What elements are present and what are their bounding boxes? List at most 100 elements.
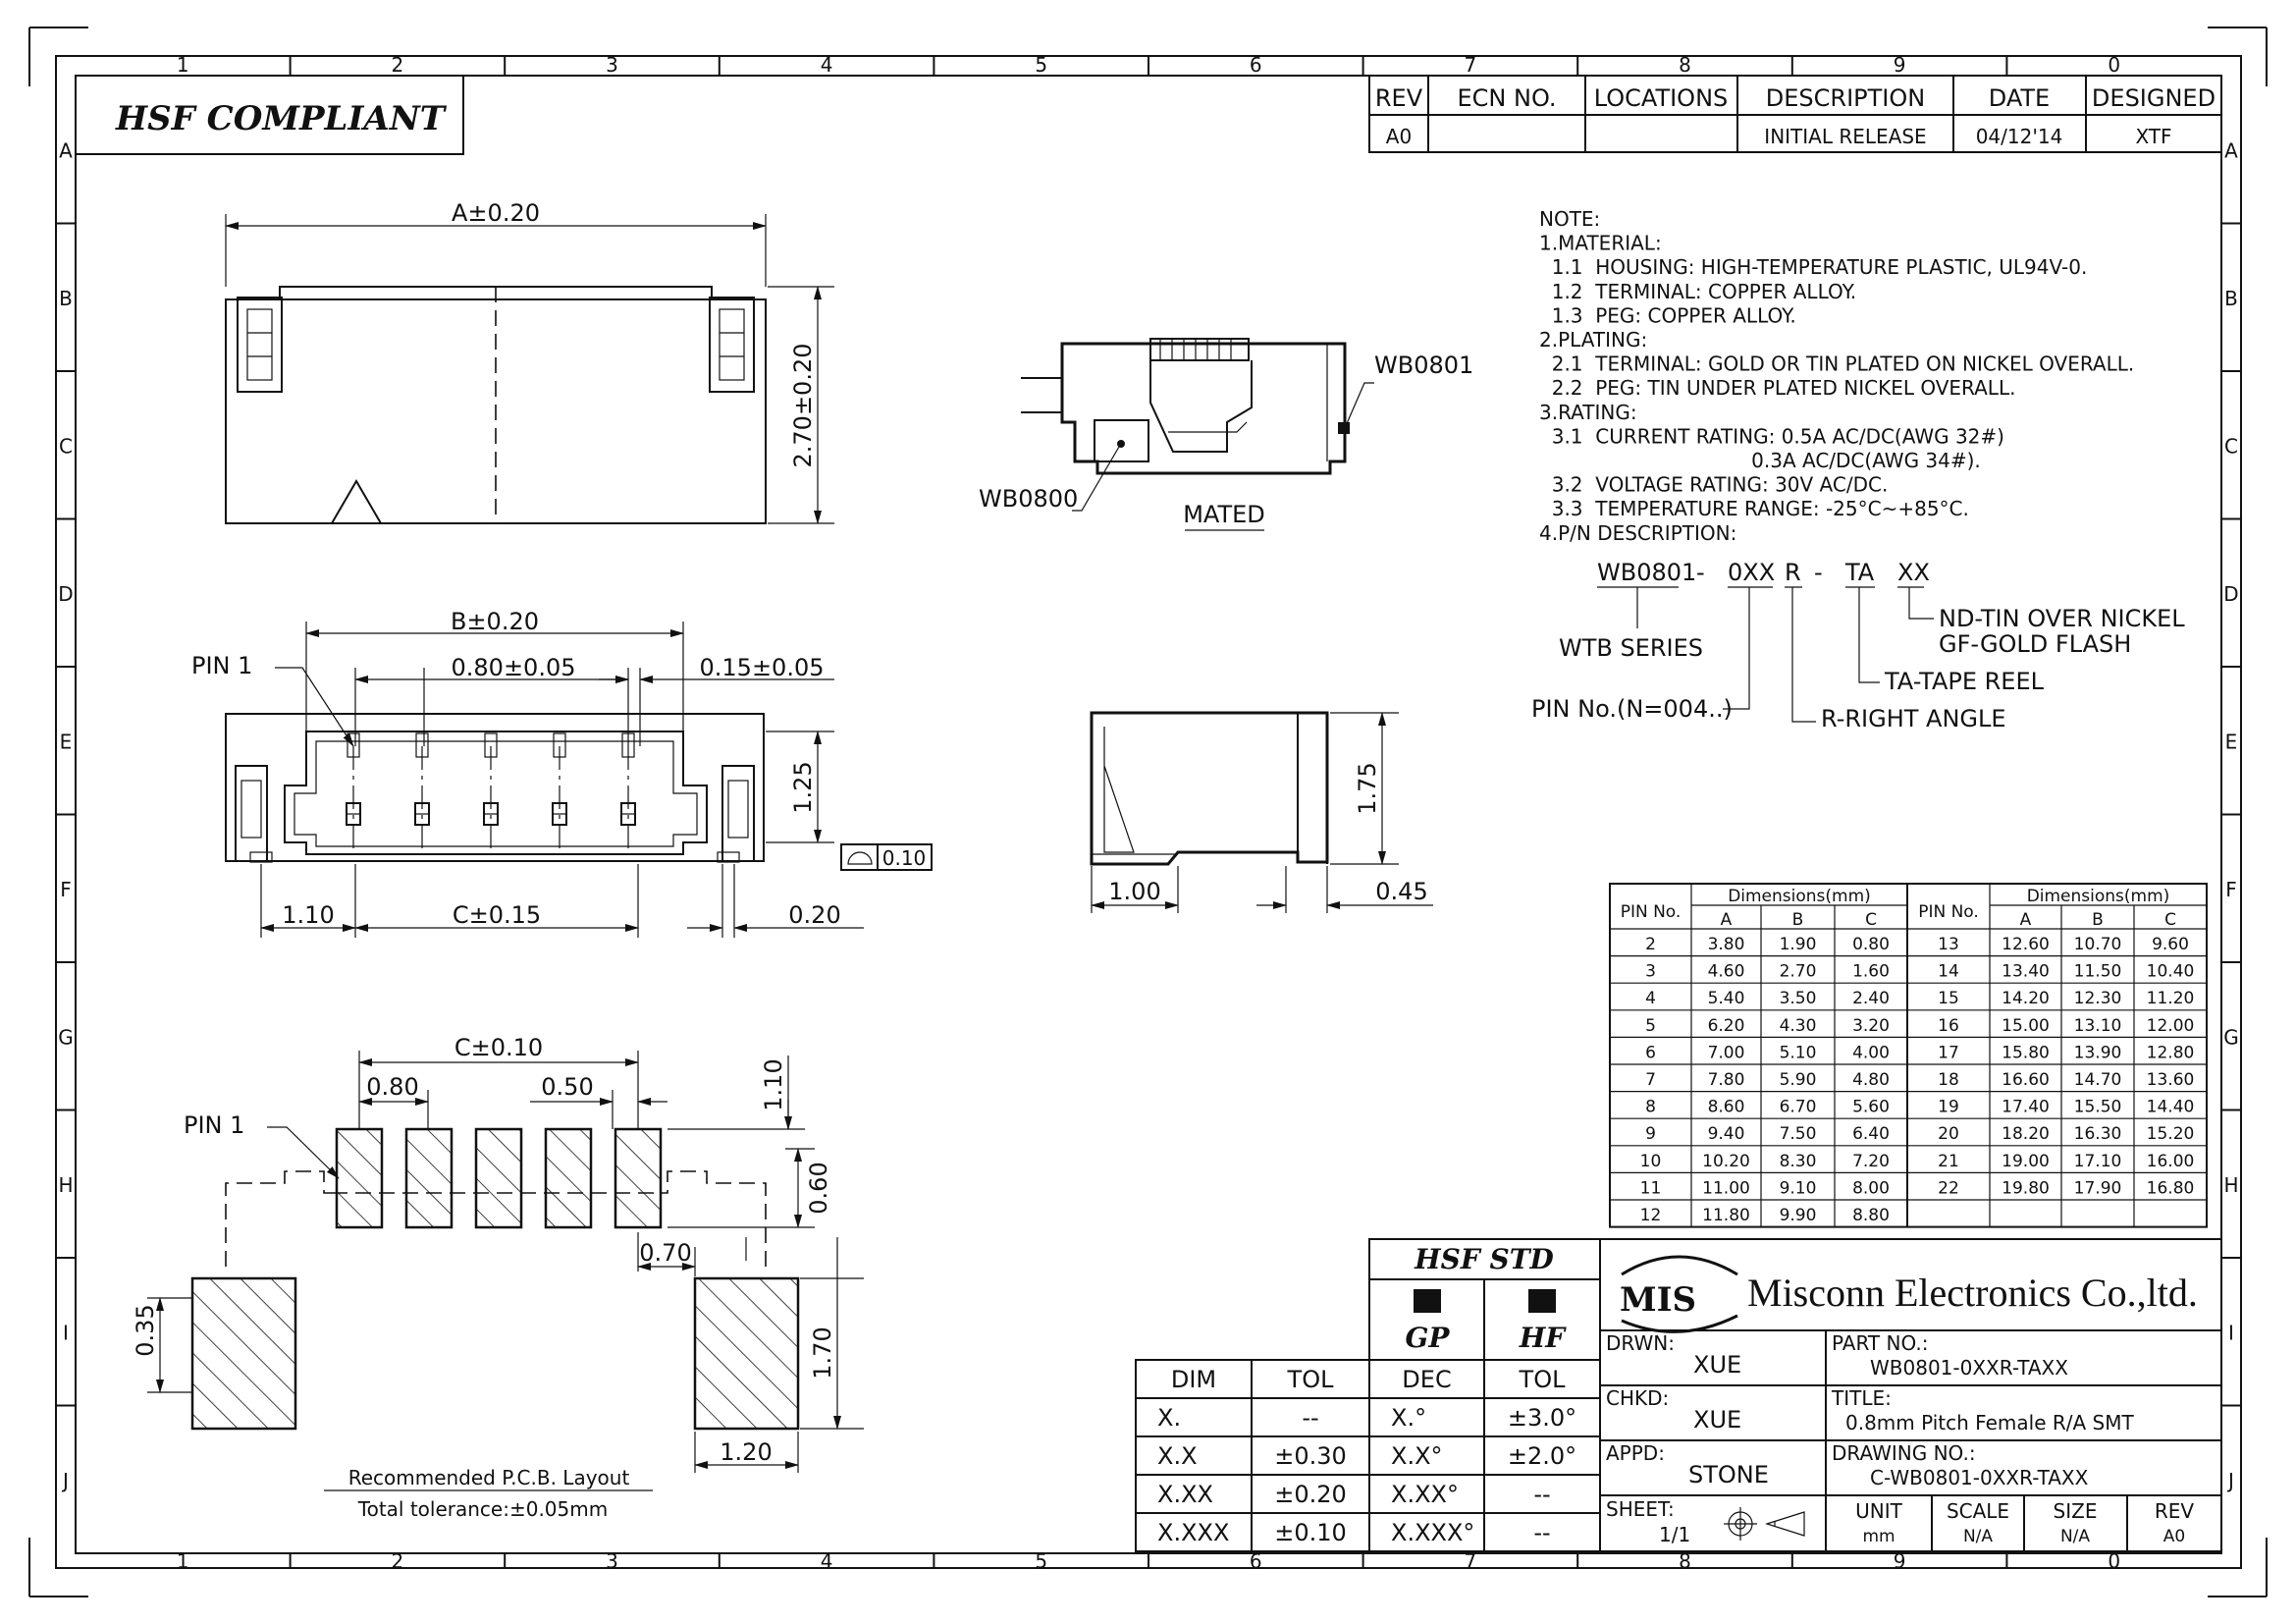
tol-header: TOL bbox=[1287, 1366, 1335, 1393]
tol-cell: -- bbox=[1533, 1519, 1550, 1546]
tol-cell: X.X° bbox=[1391, 1442, 1443, 1470]
tol-cell: ±0.20 bbox=[1274, 1481, 1347, 1508]
dim-table-cell: 4.30 bbox=[1780, 1016, 1817, 1036]
pn-description: WB0801 - 0XX R - TA XX WTB SERIES PIN No… bbox=[1531, 559, 2185, 732]
zone-row-left: J bbox=[61, 1469, 69, 1492]
sheet-label: SHEET: bbox=[1606, 1497, 1675, 1521]
drawing-no-label: DRAWING NO.: bbox=[1832, 1441, 1976, 1465]
dim-table-cell: 10 bbox=[1640, 1152, 1662, 1171]
dim-table-cell: 8.60 bbox=[1708, 1098, 1745, 1117]
tol-cell: ±0.30 bbox=[1274, 1442, 1347, 1470]
rev-value: A0 bbox=[2163, 1527, 2185, 1546]
dim-table-col-header: B bbox=[2092, 910, 2104, 930]
dim-table-cell: 7.00 bbox=[1708, 1043, 1745, 1062]
dim-table-cell: 12.30 bbox=[2074, 989, 2122, 1008]
zone-row-right: D bbox=[2223, 582, 2238, 606]
zone-col-bottom: 8 bbox=[1679, 1549, 1691, 1573]
pn-right-angle: R-RIGHT ANGLE bbox=[1821, 705, 2006, 732]
dim-table-cell: 7.80 bbox=[1708, 1070, 1745, 1090]
dim-table-cell: 10.40 bbox=[2147, 962, 2195, 982]
dim-table-cell: 2 bbox=[1645, 935, 1656, 954]
pn-wtb-series: WTB SERIES bbox=[1559, 634, 1703, 662]
zone-col-top: 1 bbox=[177, 53, 189, 77]
tol-cell: ±3.0° bbox=[1508, 1404, 1576, 1432]
dim-table-cell: 20 bbox=[1938, 1124, 1959, 1144]
pcb-signal-pad bbox=[544, 1127, 593, 1229]
note-line: 3.2 VOLTAGE RATING: 30V AC/DC. bbox=[1539, 473, 1888, 497]
note-line: 1.MATERIAL: bbox=[1539, 232, 1662, 255]
dim-table-cell: 2.70 bbox=[1780, 962, 1817, 982]
dim-table-cell: 9.90 bbox=[1780, 1206, 1817, 1225]
dim-table-cell: 11.50 bbox=[2074, 962, 2122, 982]
drwn-label: DRWN: bbox=[1606, 1331, 1675, 1355]
scale-label: SCALE bbox=[1947, 1499, 2009, 1523]
note-line: NOTE: bbox=[1539, 207, 1600, 231]
dim-table-cell: 15 bbox=[1938, 989, 1959, 1008]
dim-c-0-10: C±0.10 bbox=[454, 1034, 543, 1061]
tol-cell: ±0.10 bbox=[1274, 1519, 1347, 1546]
dim-pad-0-80: 0.80 bbox=[366, 1073, 418, 1101]
size-value: N/A bbox=[2060, 1527, 2090, 1546]
dim-1-00: 1.00 bbox=[1108, 878, 1160, 905]
dim-table-cell: 16 bbox=[1938, 1016, 1959, 1036]
dim-table-cell: 10.70 bbox=[2074, 935, 2122, 954]
pcb-signal-pad bbox=[335, 1127, 384, 1229]
tol-cell: X.XXX° bbox=[1391, 1519, 1474, 1546]
tol-cell: X.° bbox=[1391, 1404, 1426, 1432]
hf-label: HF bbox=[1519, 1322, 1567, 1354]
note-line: 1.1 HOUSING: HIGH-TEMPERATURE PLASTIC, U… bbox=[1539, 255, 2087, 279]
note-line: 3.3 TEMPERATURE RANGE: -25°C~+85°C. bbox=[1539, 497, 1969, 520]
zone-row-left: F bbox=[60, 878, 72, 901]
title-label: TITLE: bbox=[1831, 1386, 1892, 1410]
dim-c-0-15: C±0.15 bbox=[453, 901, 541, 929]
tol-cell: X. bbox=[1157, 1404, 1181, 1432]
zone-row-left: C bbox=[59, 434, 73, 458]
hf-indicator bbox=[1528, 1289, 1556, 1313]
dim-table-cell: 11.20 bbox=[2147, 989, 2195, 1008]
zone-col-bottom: 4 bbox=[821, 1549, 833, 1573]
zone-row-right: H bbox=[2223, 1173, 2238, 1197]
tol-cell: X.XXX bbox=[1157, 1519, 1229, 1546]
pcb-signal-pad bbox=[404, 1127, 454, 1229]
unit-value: mm bbox=[1862, 1527, 1895, 1546]
pn-gold: GF-GOLD FLASH bbox=[1939, 630, 2131, 658]
dim-table-cell: 3.50 bbox=[1780, 989, 1817, 1008]
zone-col-bottom: 2 bbox=[392, 1549, 404, 1573]
tol-cell: ±2.0° bbox=[1508, 1442, 1576, 1470]
dim-table-cell: 6 bbox=[1645, 1043, 1656, 1062]
dim-v-1-10: 1.10 bbox=[760, 1058, 787, 1110]
dim-a: A±0.20 bbox=[452, 199, 540, 227]
dim-table-cell: 0.80 bbox=[1852, 935, 1890, 954]
dim-table-cell: 16.80 bbox=[2147, 1178, 2195, 1198]
dim-table-cell: 5.60 bbox=[1852, 1098, 1890, 1117]
dim-table-cell: 5.10 bbox=[1780, 1043, 1817, 1062]
zone-row-left: E bbox=[60, 730, 73, 753]
revision-table: REV ECN NO. LOCATIONS DESCRIPTION DATE D… bbox=[1368, 75, 2222, 153]
rev-header-ecn: ECN NO. bbox=[1457, 84, 1556, 112]
zone-row-left: D bbox=[58, 582, 73, 606]
dim-table-cell: 13.60 bbox=[2147, 1070, 2195, 1090]
pcb-signal-pad bbox=[474, 1127, 523, 1229]
dim-v-0-35: 0.35 bbox=[132, 1304, 159, 1356]
dim-table-cell: 15.80 bbox=[2002, 1043, 2050, 1062]
mated-view: WB0801 WB0800 MATED bbox=[979, 338, 1473, 531]
dim-table-cell: 6.40 bbox=[1852, 1124, 1890, 1144]
dim-1-10-front: 1.10 bbox=[282, 901, 334, 929]
dim-0-70: 0.70 bbox=[639, 1239, 691, 1267]
dim-table-cell: 11 bbox=[1640, 1178, 1662, 1198]
tol-cell: -- bbox=[1302, 1404, 1318, 1432]
zone-col-bottom: 1 bbox=[177, 1549, 189, 1573]
dim-table-cell: 3.20 bbox=[1852, 1016, 1890, 1036]
hsf-std-label: HSF STD bbox=[1414, 1243, 1554, 1275]
zone-row-left: B bbox=[59, 287, 73, 310]
zone-col-top: 0 bbox=[2108, 53, 2120, 77]
note-line: 1.3 PEG: COPPER ALLOY. bbox=[1539, 303, 1796, 327]
dim-table-cell: 17.10 bbox=[2074, 1152, 2122, 1171]
zone-row-left: I bbox=[63, 1321, 69, 1344]
pcb-peg-pad-right bbox=[693, 1276, 800, 1431]
dim-table-cell: 7.50 bbox=[1780, 1124, 1817, 1144]
dim-table-cell: 2.40 bbox=[1852, 989, 1890, 1008]
dim-table-cell: 4 bbox=[1645, 989, 1656, 1008]
